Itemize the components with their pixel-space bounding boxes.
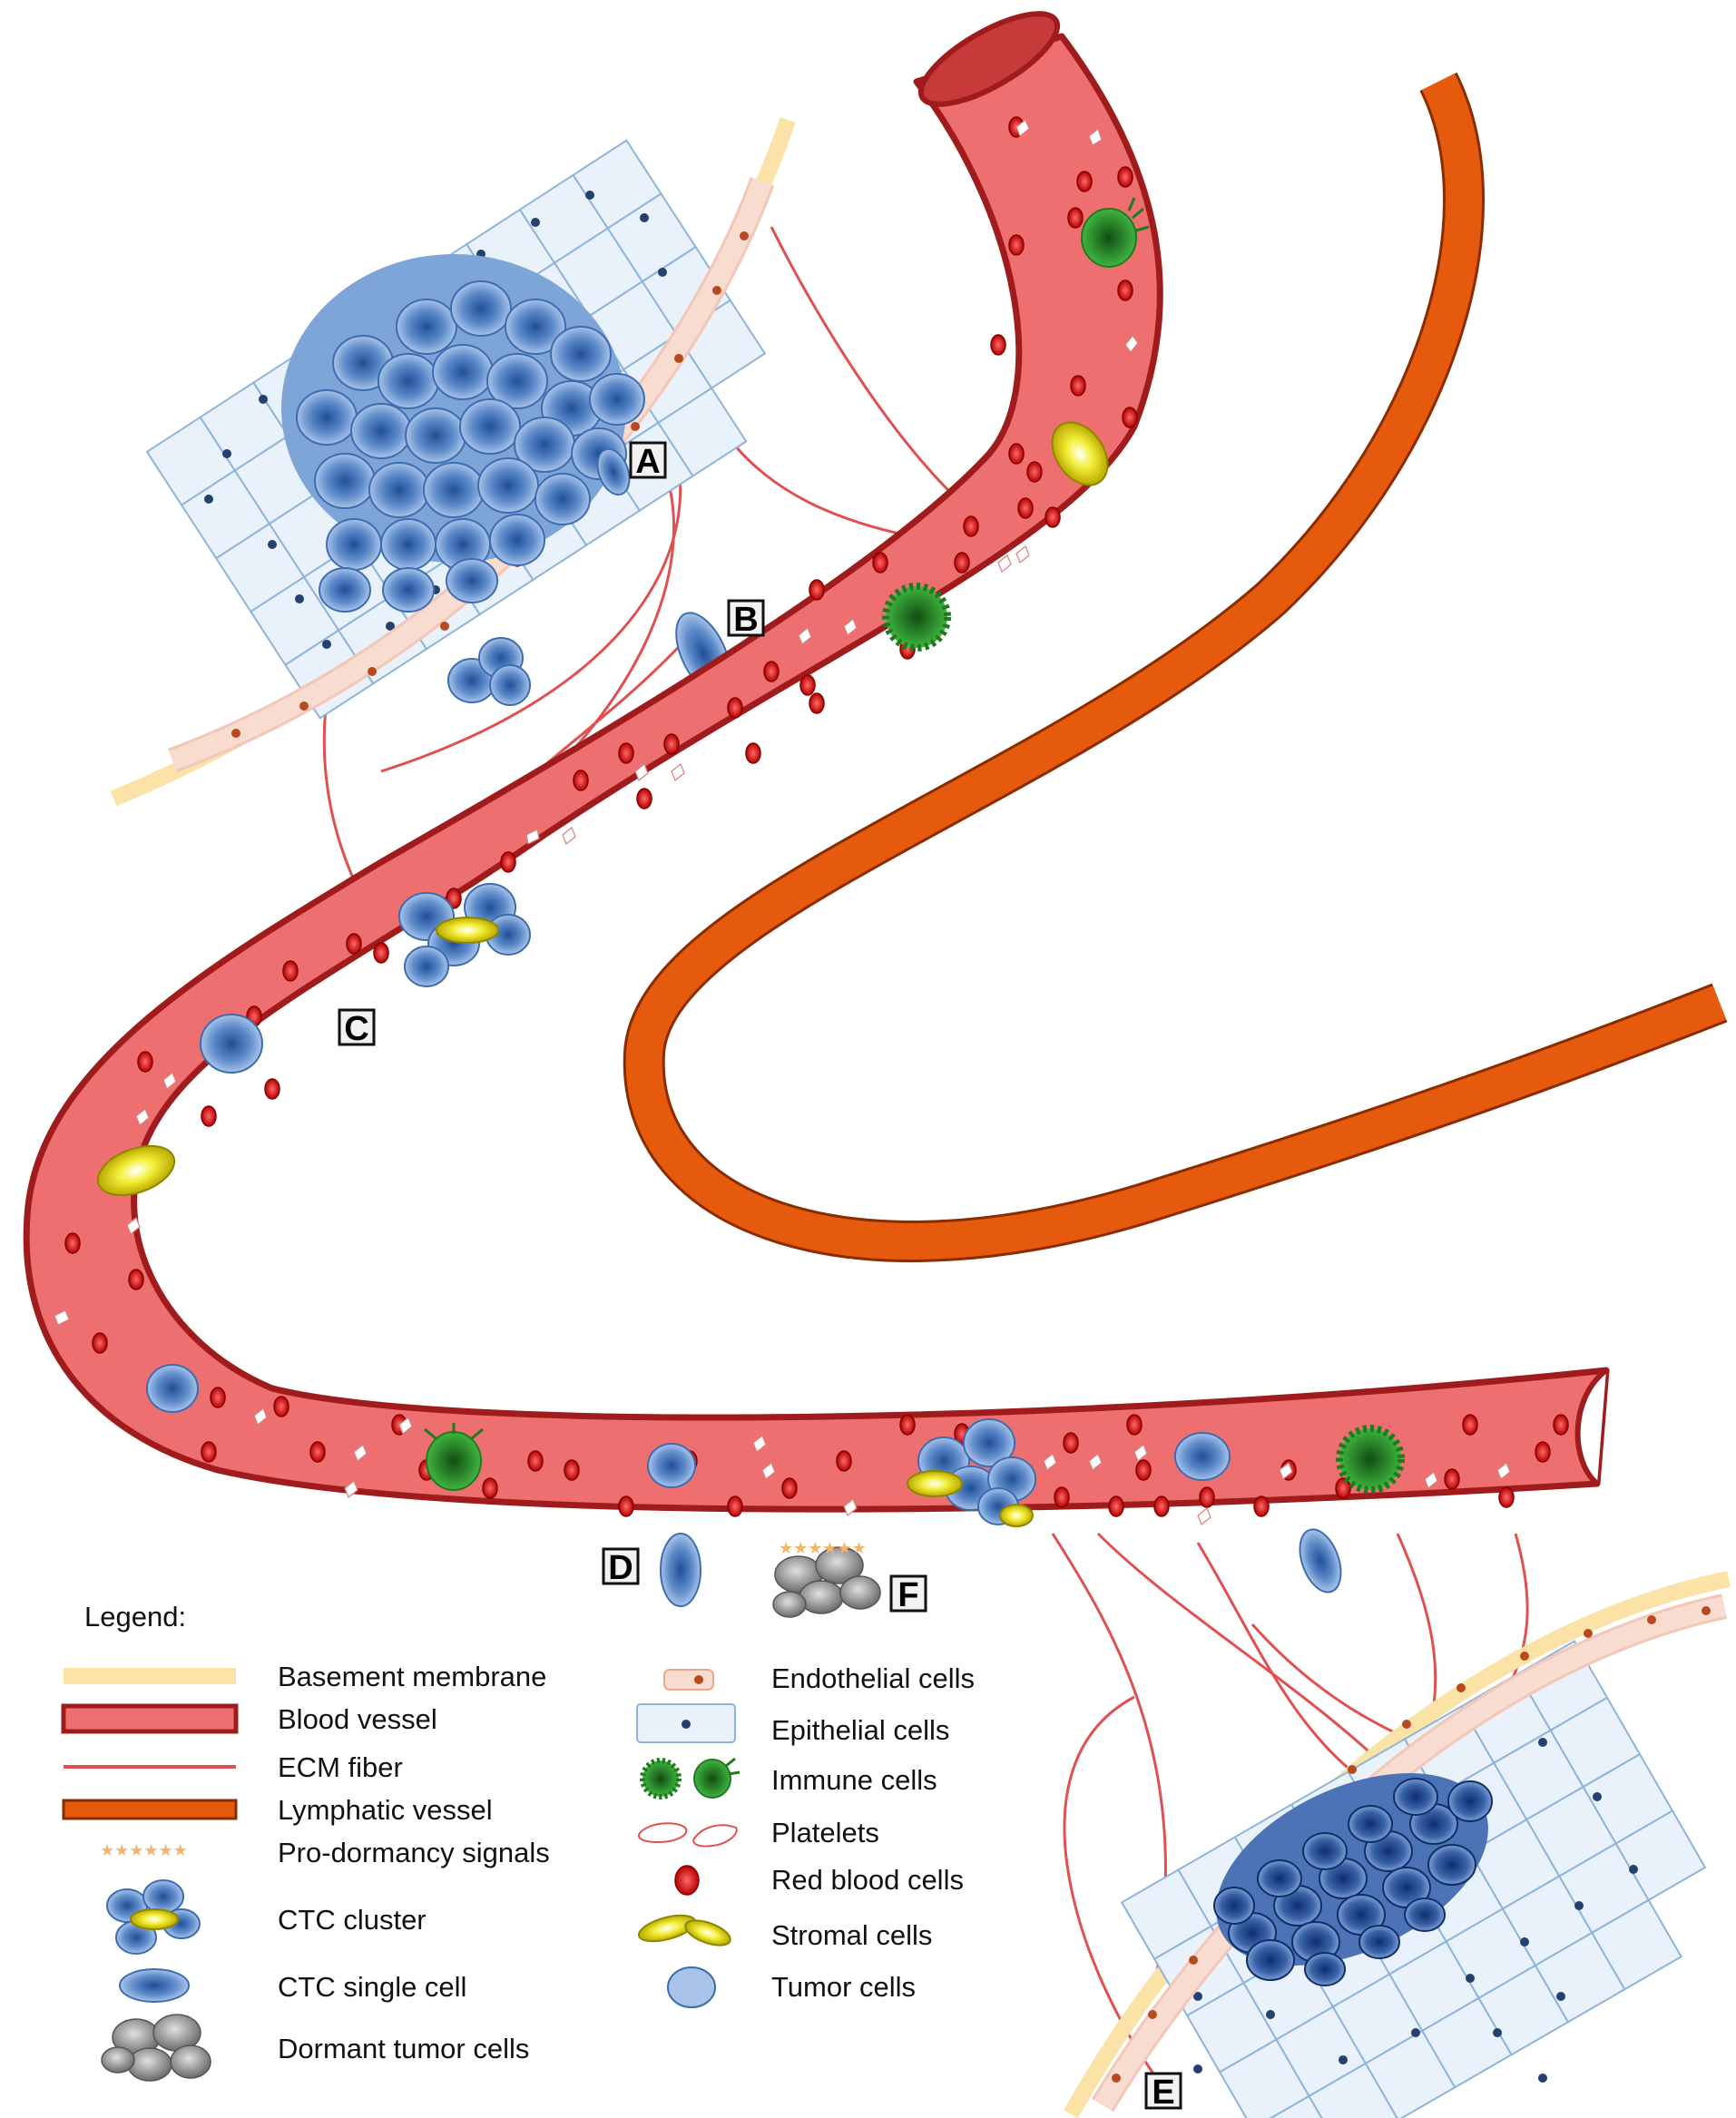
svg-text:F: F — [897, 1576, 918, 1614]
blood-vessel — [23, 33, 1610, 1513]
legend-stromal-label: Stromal cells — [771, 1919, 932, 1951]
blood-vessel-opening — [917, 11, 1061, 107]
legend-swatch-signals: ★★★★★★ — [100, 1841, 188, 1859]
legend-swatch-tumor — [667, 1966, 716, 2008]
legend-blood-label: Blood vessel — [278, 1703, 437, 1735]
metastatic-tumor-e — [1213, 1773, 1493, 1986]
pro-dormancy-signals-f: ★★★★★★ — [779, 1539, 867, 1557]
legend-tumor-label: Tumor cells — [771, 1971, 916, 2003]
label-f: F — [889, 1574, 927, 1614]
ctc-cluster-bottom — [907, 1418, 1036, 1527]
legend-swatch-basement — [64, 1668, 236, 1684]
svg-text:E: E — [1152, 2074, 1174, 2112]
legend-swatch-platelets — [638, 1822, 738, 1848]
svg-text:C: C — [344, 1010, 368, 1048]
ctc-cell-d — [660, 1533, 701, 1607]
legend-platelets-label: Platelets — [771, 1817, 879, 1848]
legend-swatch-blood — [61, 1703, 239, 1734]
legend-swatch-stromal — [637, 1914, 731, 1946]
legend-ecm-label: ECM fiber — [278, 1751, 403, 1783]
svg-text:B: B — [733, 601, 758, 639]
legend-swatch-single — [119, 1968, 190, 2003]
ctc-cluster-c — [398, 883, 531, 987]
legend-basement-label: Basement membrane — [278, 1661, 546, 1692]
legend-rbc-label: Red blood cells — [771, 1864, 964, 1896]
legend-swatch-rbc — [674, 1865, 700, 1896]
legend-immune-label: Immune cells — [771, 1764, 937, 1796]
lymphatic-vessel-fill — [625, 74, 1727, 1260]
red-blood-cells — [64, 116, 1569, 1517]
svg-text:D: D — [608, 1549, 633, 1587]
legend-endothelial-label: Endothelial cells — [771, 1662, 975, 1694]
blood-vessel-cut-end — [1574, 1368, 1608, 1486]
svg-text:A: A — [635, 443, 660, 481]
platelets — [54, 119, 1511, 1525]
legend-lymph-label: Lymphatic vessel — [278, 1794, 493, 1826]
label-b: B — [727, 599, 765, 639]
legend: Legend: ★★★★★★ Basement membrane Blood v… — [61, 1601, 975, 2082]
legend-swatch-epithelial — [636, 1703, 736, 1743]
legend-signals-label: Pro-dormancy signals — [278, 1837, 550, 1868]
primary-tumor-top — [281, 254, 645, 613]
legend-epithelial-label: Epithelial cells — [771, 1714, 949, 1746]
legend-title: Legend: — [84, 1601, 186, 1633]
label-c: C — [338, 1008, 376, 1048]
legend-dormant-label: Dormant tumor cells — [278, 2033, 529, 2064]
legend-swatch-lymph — [62, 1799, 238, 1820]
label-d: D — [602, 1547, 640, 1587]
legend-swatch-cluster — [106, 1879, 201, 1955]
legend-single-label: CTC single cell — [278, 1971, 466, 2003]
label-e: E — [1144, 2072, 1182, 2112]
dormant-tumor-cells-f — [772, 1546, 881, 1618]
legend-swatch-dormant — [101, 2014, 211, 2082]
legend-swatch-endothelial — [663, 1669, 714, 1691]
label-a: A — [629, 441, 667, 481]
legend-cluster-label: CTC cluster — [278, 1904, 427, 1936]
stromal-cells — [96, 421, 1109, 1197]
legend-swatch-immune — [640, 1757, 740, 1799]
immune-cells — [424, 197, 1405, 1494]
ctc-cells — [146, 1014, 1342, 1593]
